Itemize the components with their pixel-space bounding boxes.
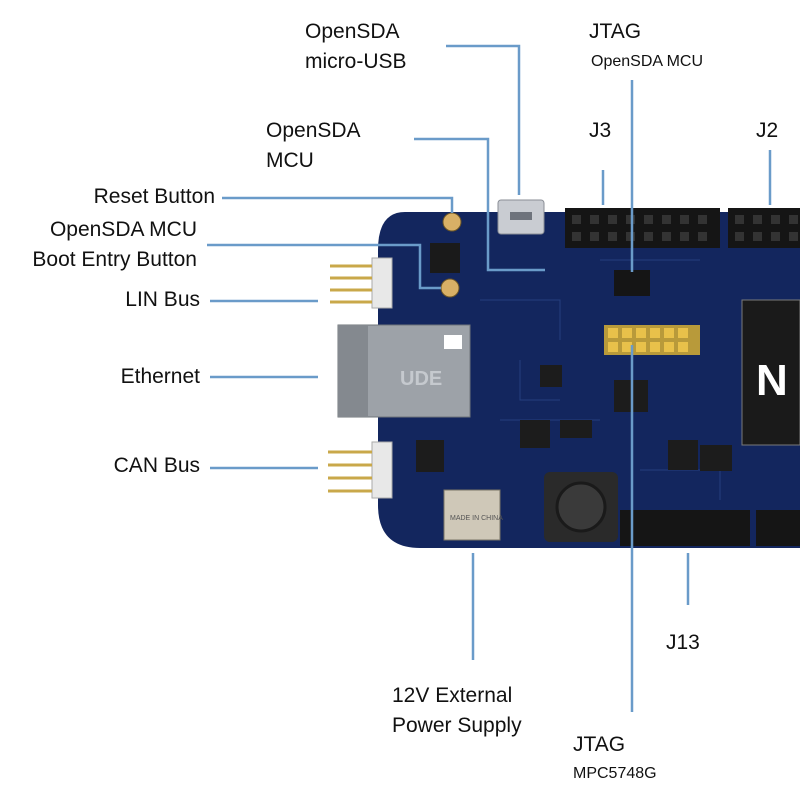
label-opensda-mcu: OpenSDA MCU [266, 119, 361, 172]
label-can-bus: CAN Bus [113, 454, 200, 477]
label-power-supply: 12V External Power Supply [392, 684, 522, 737]
jtag-opensda-header [614, 270, 650, 296]
header-j2-sockets [735, 215, 798, 241]
label-lin-bus: LIN Bus [125, 288, 200, 311]
reset-button-part [442, 212, 462, 232]
label-j3: J3 [589, 119, 612, 142]
mpc5748g-mcu: N [741, 299, 800, 446]
ethernet-jack: UDE [337, 324, 471, 418]
jtag-mpc5748g-header [604, 325, 700, 355]
can-connector [328, 441, 393, 499]
label-jtag-top-sub: OpenSDA MCU [591, 53, 704, 70]
header-j13 [620, 510, 750, 546]
label-boot-entry: OpenSDA MCU Boot Entry Button [32, 218, 197, 271]
leader-reset [222, 196, 454, 213]
power-inductor: MADE IN CHINA [443, 489, 503, 541]
inductor-text: MADE IN CHINA [450, 515, 503, 522]
label-j13: J13 [666, 631, 700, 654]
label-opensda-usb: OpenSDA micro-USB [305, 20, 407, 73]
ethernet-jack-text: UDE [400, 368, 442, 390]
header-j3-sockets [572, 215, 707, 241]
label-j2: J2 [756, 119, 779, 142]
small-ics [416, 365, 732, 472]
header-j2 [728, 208, 800, 248]
header-bottom-right [756, 510, 800, 546]
opensda-mcu-chip [430, 243, 460, 273]
coil [544, 472, 618, 542]
label-reset-button: Reset Button [93, 185, 215, 208]
label-jtag-bottom-sub: MPC5748G [573, 765, 657, 782]
label-ethernet: Ethernet [120, 365, 200, 388]
label-jtag-top: JTAG [589, 20, 642, 43]
header-j3 [565, 208, 720, 248]
leader-opensda-usb [446, 44, 521, 195]
boot-button-part [440, 278, 460, 298]
leader-boot [207, 243, 441, 290]
lin-connector [330, 257, 393, 309]
chip-logo: N [756, 356, 788, 405]
label-jtag-bottom: JTAG [573, 733, 626, 756]
leader-lines [207, 44, 772, 712]
leader-opensda-mcu [414, 137, 545, 272]
